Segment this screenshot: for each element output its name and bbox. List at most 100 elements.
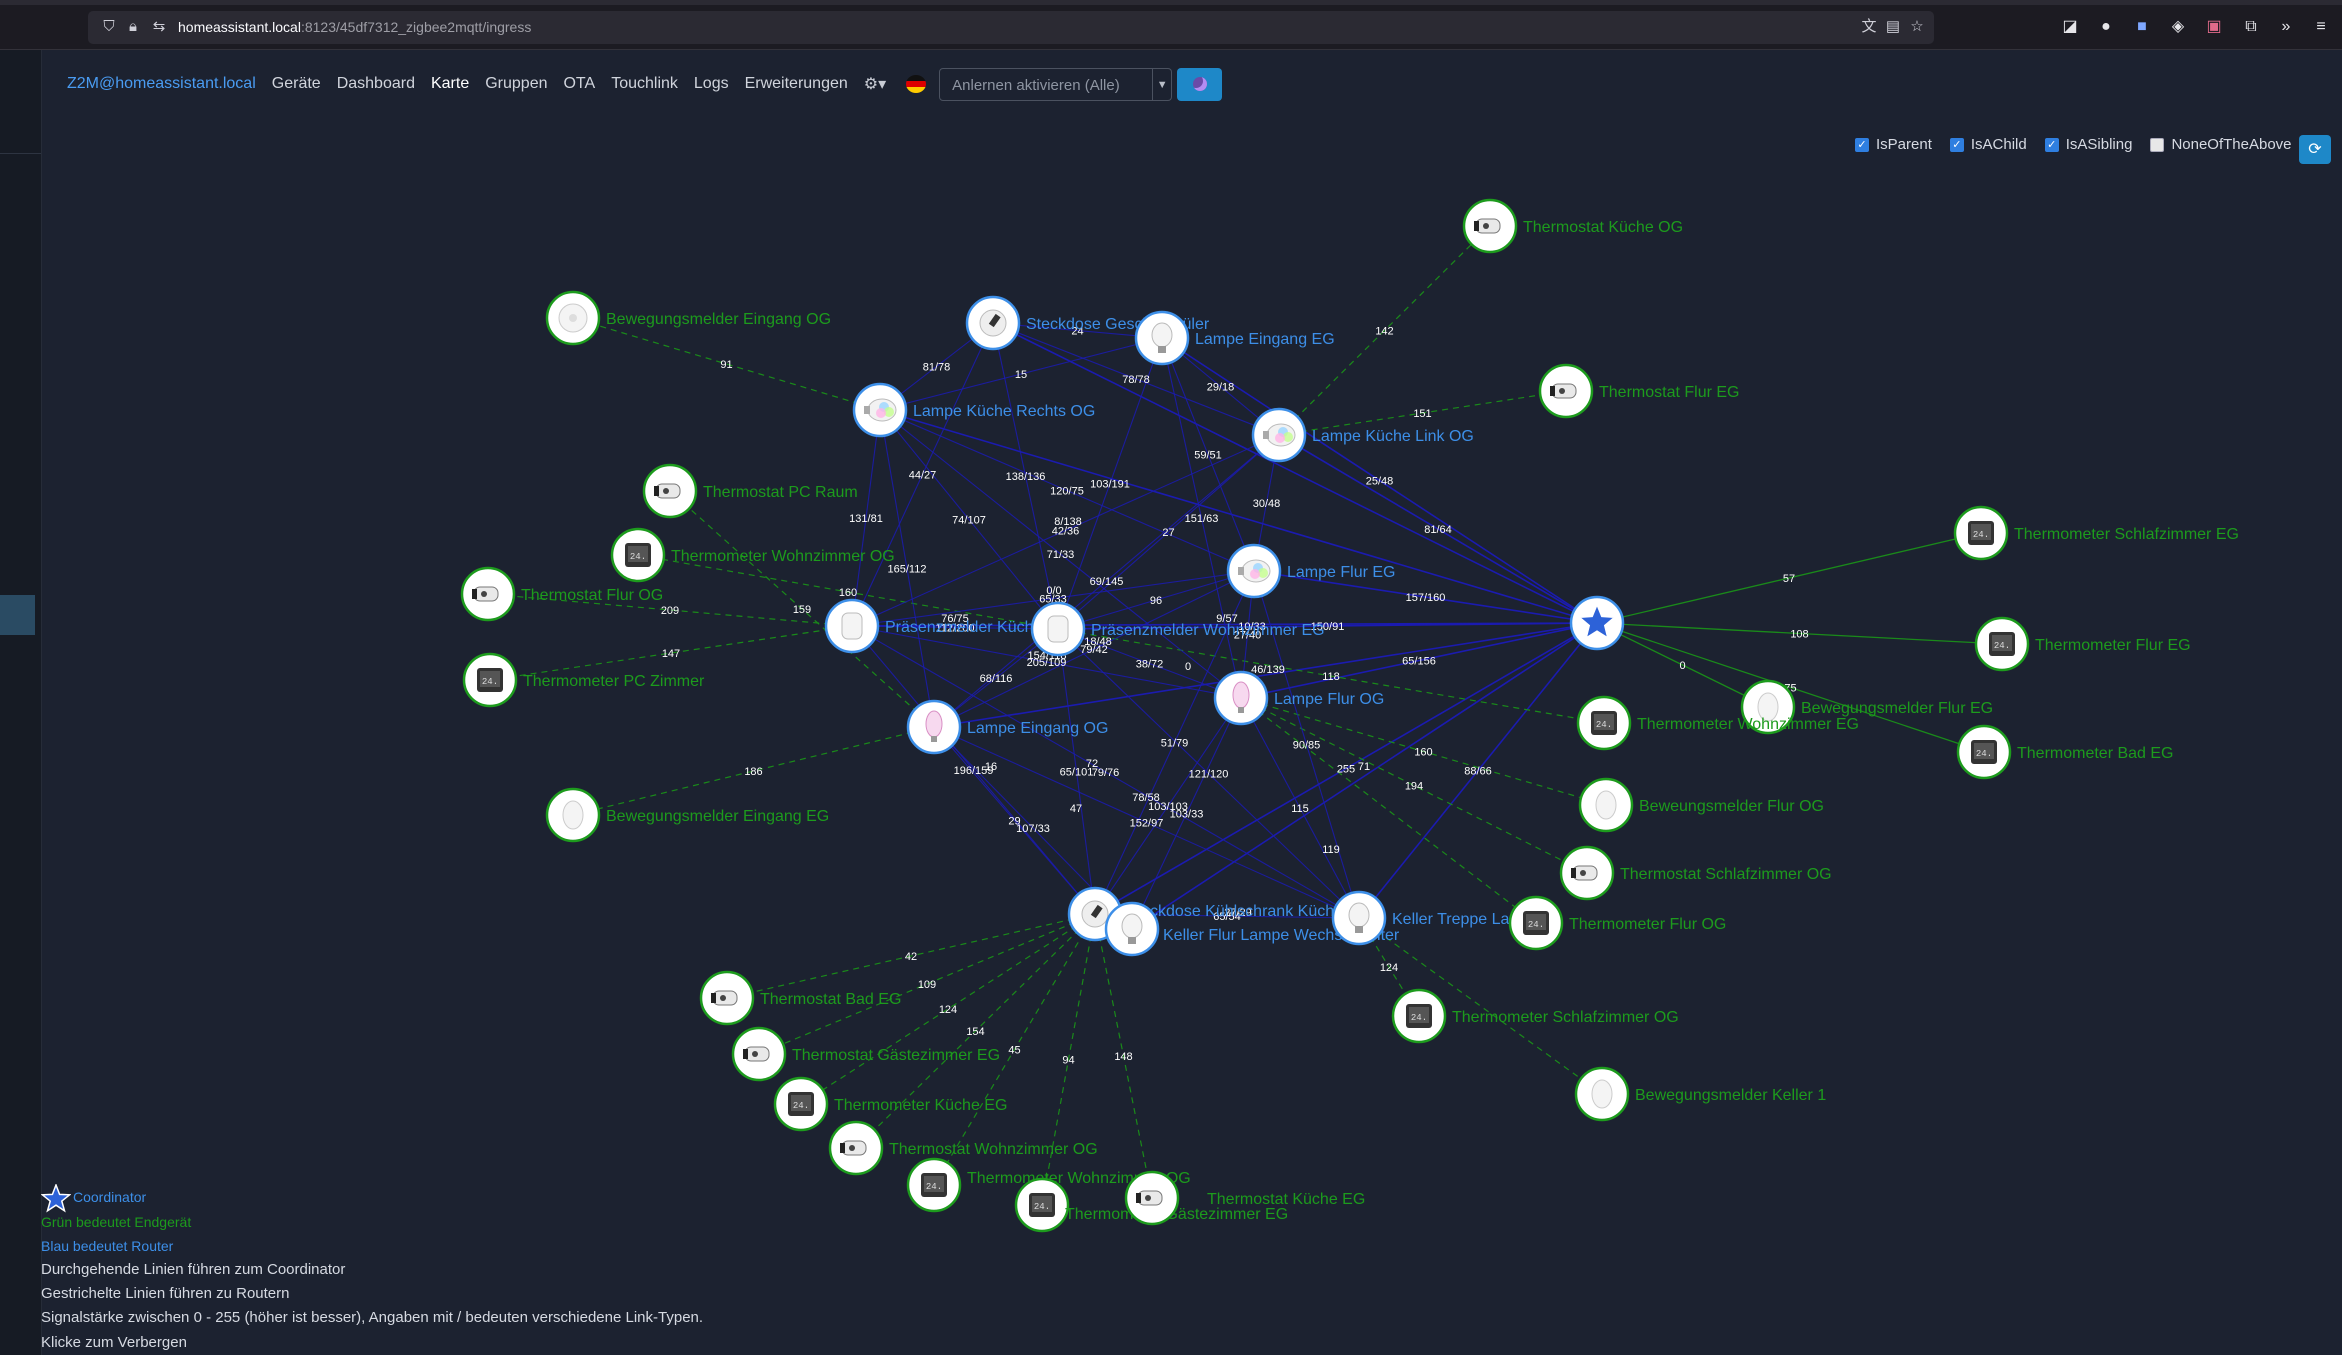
map-node-n18[interactable]: Bewegungsmelder Flur EG	[1740, 679, 1993, 735]
menu-icon[interactable]: ≡	[2316, 18, 2326, 35]
legend-hide[interactable]: Klicke zum Verbergen	[41, 1334, 187, 1351]
link-label: 159	[793, 604, 811, 616]
map-node-n9[interactable]: 24.Thermometer Wohnzimmer OG	[610, 527, 895, 583]
url-bar[interactable]: ⛉ 🔒︎ ⇆ homeassistant.local:8123/45df7312…	[88, 11, 1934, 44]
link-label: 65/156	[1402, 656, 1436, 668]
link-label: 27/40	[1234, 630, 1262, 642]
map-node-n21[interactable]: 24.Thermometer Bad EG	[1956, 724, 2174, 780]
theme-toggle-button[interactable]	[1177, 67, 1223, 101]
checkbox-isachild[interactable]: ✓	[1949, 137, 1964, 152]
map-node-n8[interactable]: Thermostat PC Raum	[642, 463, 858, 519]
map-node-n2[interactable]: Bewegungsmelder Eingang OG	[545, 290, 831, 346]
extension-g-icon[interactable]: ●	[2101, 18, 2111, 35]
map-node-n36[interactable]: 24.Thermometer Gästezimmer EG	[1014, 1177, 1288, 1233]
map-node-n22[interactable]: Beweungsmelder Flur OG	[1578, 777, 1824, 833]
nav-item-logs[interactable]: Logs	[693, 75, 729, 92]
browser-toolbar: ⛉ 🔒︎ ⇆ homeassistant.local:8123/45df7312…	[0, 0, 2342, 50]
trv-icon	[1571, 865, 1598, 881]
pocket-icon[interactable]: ◪	[2062, 18, 2078, 35]
map-node-n6[interactable]: Lampe Küche Rechts OG	[852, 382, 1095, 438]
trv-icon	[1474, 218, 1501, 234]
plug-icon	[1081, 900, 1109, 928]
svg-text:24.: 24.	[1973, 530, 1989, 540]
bulb-color-icon	[1238, 559, 1271, 583]
checkbox-isparent[interactable]: ✓	[1855, 137, 1869, 152]
filter-isasibling[interactable]: ✓IsASibling	[2044, 136, 2132, 153]
filter-noneoftheabove[interactable]: NoneOfTheAbove	[2150, 136, 2292, 153]
nav-brand[interactable]: Z2M@homeassistant.local	[67, 75, 256, 92]
map-node-n20[interactable]: Lampe Eingang OG	[906, 699, 1108, 755]
map-link	[1596, 622, 1769, 708]
filter-isparent[interactable]: ✓IsParent	[1855, 136, 1932, 153]
nav-item-dashboard[interactable]: Dashboard	[336, 75, 415, 92]
nav-item-touchlink[interactable]: Touchlink	[611, 75, 678, 92]
bookmark-star-icon[interactable]: ☆	[1910, 18, 1924, 35]
map-node-n5[interactable]: Thermostat Flur EG	[1538, 363, 1739, 419]
map-node-n4[interactable]: Lampe Eingang EG	[1134, 310, 1335, 366]
nav-item-map[interactable]: Karte	[430, 75, 470, 92]
checkbox-noneoftheabove[interactable]	[2150, 137, 2165, 152]
chevron-down-icon[interactable]: ▼	[1153, 67, 1173, 101]
map-node-n23[interactable]: Bewegungsmelder Eingang EG	[545, 787, 829, 843]
link-label: 44/27	[909, 470, 937, 482]
settings-gear-icon[interactable]: ⚙▾	[863, 76, 887, 93]
map-node-n16[interactable]: 24.Thermometer PC Zimmer	[462, 652, 705, 708]
map-node-n34[interactable]: Thermostat Wohnzimmer OG	[828, 1120, 1098, 1176]
map-node-n14[interactable]: Präsenzmelder Wohnzimmer EG	[1030, 601, 1325, 657]
trv-icon	[711, 990, 738, 1006]
link-label: 8/138	[1054, 516, 1082, 528]
permit-join-select[interactable]: Anlernen aktivieren (Alle)	[939, 67, 1154, 101]
map-node-n7[interactable]: Lampe Küche Link OG	[1251, 407, 1474, 463]
extension-red-icon[interactable]: ▣	[2206, 18, 2222, 35]
map-node-n10[interactable]: 24.Thermometer Schlafzimmer EG	[1953, 505, 2239, 561]
extension-translate-icon[interactable]: ■	[2137, 18, 2147, 35]
map-node-n31[interactable]: Thermostat Gästezimmer EG	[731, 1026, 1000, 1082]
nav-item-extensions[interactable]: Erweiterungen	[744, 75, 848, 92]
link-label: 124	[1380, 962, 1398, 974]
permissions-icon[interactable]: ⇆	[152, 18, 166, 35]
lock-icon[interactable]: 🔒︎	[129, 18, 137, 35]
link-label: 81/64	[1424, 524, 1452, 536]
url-text[interactable]: homeassistant.local:8123/45df7312_zigbee…	[178, 19, 532, 35]
map-node-n35[interactable]: 24.Thermometer Wohnzimmer OG	[906, 1157, 1191, 1213]
sidebar-selected-item[interactable]	[0, 595, 35, 635]
map-node-n27[interactable]: Keller Treppe Lampe	[1331, 890, 1541, 946]
map-node-n12[interactable]: Lampe Flur EG	[1226, 543, 1395, 599]
map-node-n37[interactable]: Thermostat Küche EG	[1124, 1170, 1365, 1226]
translate-icon[interactable]: 文	[1861, 18, 1877, 35]
node-label: Lampe Eingang OG	[967, 720, 1108, 737]
extensions-puzzle-icon[interactable]: ⧉	[2245, 18, 2257, 35]
link-label: 78/58	[1132, 792, 1160, 804]
map-node-n32[interactable]: 24.Thermometer Küche EG	[773, 1076, 1007, 1132]
reader-view-icon[interactable]: ▤	[1885, 18, 1901, 35]
map-node-n17[interactable]: Lampe Flur OG	[1213, 670, 1384, 726]
filter-isachild[interactable]: ✓IsAChild	[1949, 136, 2027, 153]
overflow-chevrons-icon[interactable]: »	[2281, 18, 2291, 35]
link-label: 0/0	[1046, 585, 1061, 597]
nav-item-devices[interactable]: Geräte	[271, 75, 321, 92]
map-node-n29[interactable]: Thermostat Bad EG	[699, 970, 901, 1026]
map-node-n24[interactable]: Thermostat Schlafzimmer OG	[1559, 845, 1832, 901]
map-node-n11[interactable]: Thermostat Flur OG	[460, 566, 663, 622]
map-node-n28[interactable]: 24.Thermometer Flur OG	[1508, 895, 1726, 951]
language-flag-icon[interactable]	[906, 75, 927, 93]
refresh-icon[interactable]: ⟳	[2299, 135, 2331, 164]
map-node-n33[interactable]: Bewegungsmelder Keller 1	[1574, 1066, 1826, 1122]
extension-shield-icon[interactable]: ◈	[2171, 18, 2185, 35]
coordinator-node[interactable]	[1569, 595, 1625, 651]
map-link	[992, 322, 1280, 436]
shield-icon[interactable]: ⛉	[103, 18, 115, 35]
map-link	[851, 409, 881, 627]
map-node-n1[interactable]: Thermostat Küche OG	[1462, 198, 1683, 254]
node-label: Steckdose Kühlschrank Küche EG	[1126, 903, 1371, 920]
map-node-n19[interactable]: 24.Thermometer Wohnzimmer EG	[1576, 695, 1859, 751]
nav-item-groups[interactable]: Gruppen	[485, 75, 548, 92]
checkbox-isasibling[interactable]: ✓	[2044, 137, 2059, 152]
map-node-n15[interactable]: 24.Thermometer Flur EG	[1974, 616, 2191, 672]
map-node-n30[interactable]: 24.Thermometer Schlafzimmer OG	[1391, 988, 1679, 1044]
nav-item-ota[interactable]: OTA	[563, 75, 596, 92]
map-node-n26[interactable]: Keller Flur Lampe Wechselrichter	[1104, 901, 1400, 957]
map-link	[1161, 337, 1598, 624]
map-node-n13[interactable]: Präsenzmelder Küche OG	[824, 598, 1072, 654]
